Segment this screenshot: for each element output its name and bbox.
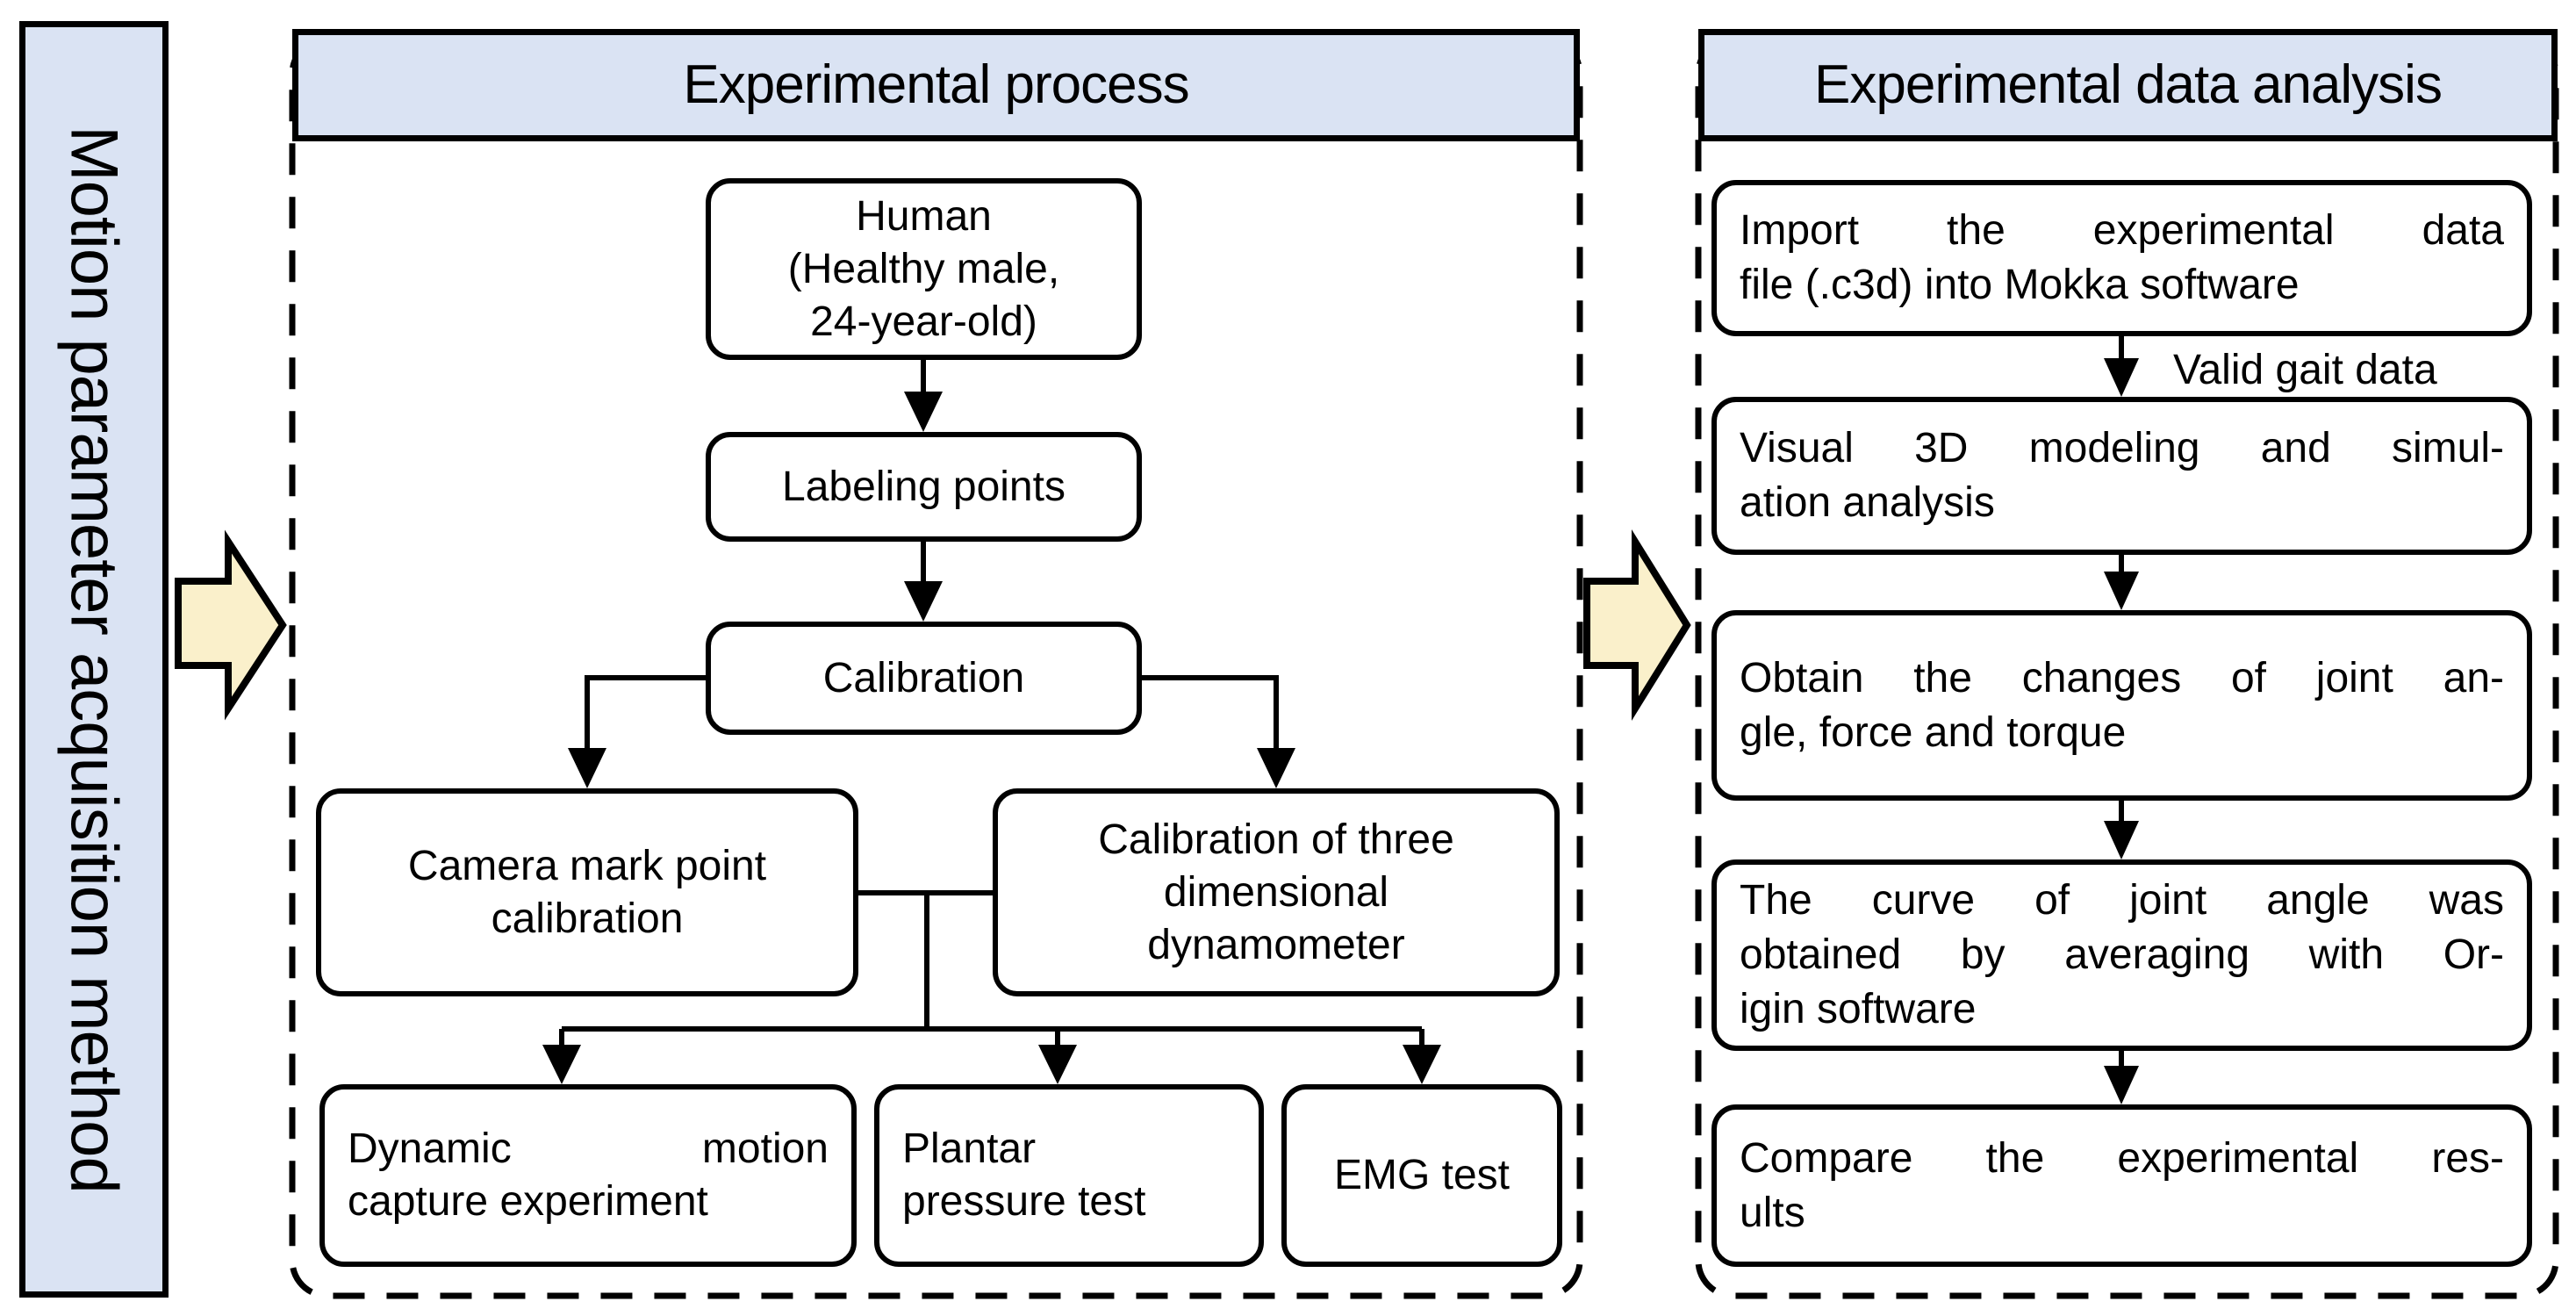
- node-emg-test: EMG test: [1281, 1084, 1562, 1267]
- node-human: Human(Healthy male,24-year-old): [706, 178, 1142, 360]
- node-labeling-points: Labeling points: [706, 432, 1142, 542]
- right-block-arrow-icon-left: [175, 529, 287, 721]
- sidebar-label: Motion parameter acquisition method: [56, 126, 132, 1193]
- right-block-arrow-icon-right: [1583, 529, 1691, 722]
- step-compare-results: Compare the experimental res-ults: [1711, 1104, 2532, 1267]
- analysis-header: Experimental data analysis: [1698, 29, 2558, 141]
- analysis-title: Experimental data analysis: [1814, 54, 2443, 115]
- process-header: Experimental process: [292, 29, 1580, 141]
- step-obtain-changes: Obtain the changes of joint an-gle, forc…: [1711, 610, 2532, 801]
- valid-gait-data-label: Valid gait data: [2173, 347, 2437, 393]
- step-visual3d-modeling: Visual 3D modeling and simul-ation analy…: [1711, 397, 2532, 555]
- analysis-connectors: [2104, 336, 2139, 1104]
- process-title: Experimental process: [683, 54, 1189, 115]
- node-calibration: Calibration: [706, 622, 1142, 735]
- process-connectors: [542, 360, 1441, 1084]
- sidebar-panel: Motion parameter acquisition method: [19, 21, 169, 1298]
